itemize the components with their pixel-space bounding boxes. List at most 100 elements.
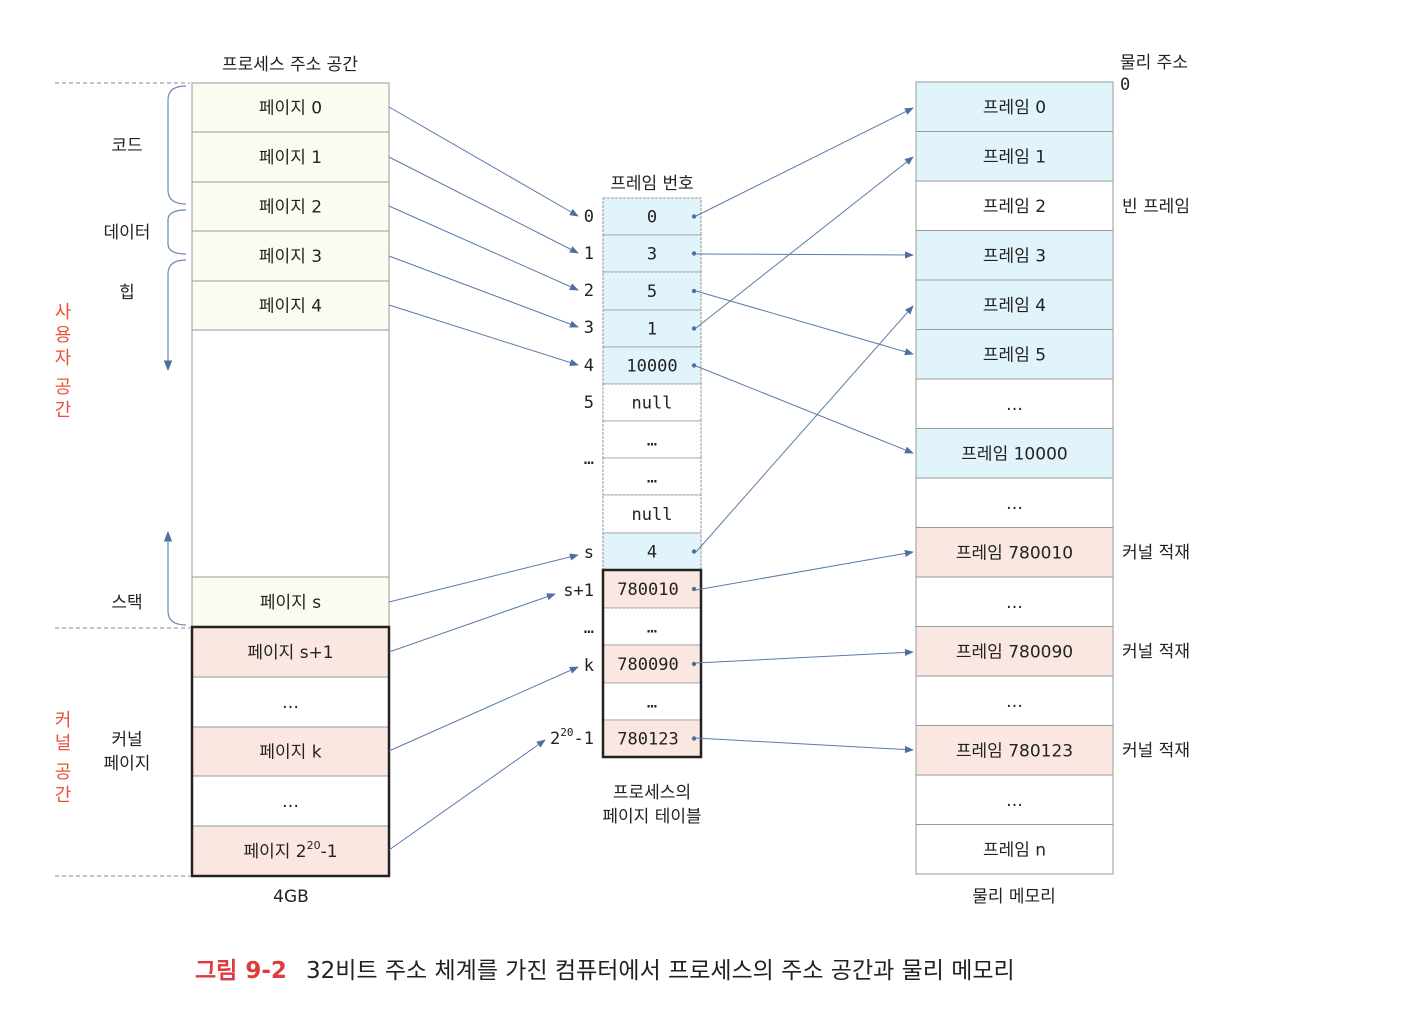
page-table-caption-1: 프로세스의 — [613, 783, 691, 803]
mapping-arrow — [388, 156, 579, 254]
user-space-char: 공 — [55, 377, 72, 398]
page-table-entry — [602, 607, 702, 646]
frame-number: null — [632, 505, 673, 525]
frame-label: 프레임 0 — [983, 98, 1046, 118]
figure-number: 그림 9-2 — [195, 958, 287, 984]
mapping-arrow — [695, 107, 914, 217]
physical-frame — [915, 576, 1114, 627]
mapping-arrow — [388, 553, 579, 603]
frame-label: 프레임 780010 — [956, 543, 1073, 563]
page-cell — [191, 131, 390, 183]
page-table-entry — [602, 197, 702, 236]
frame-label: 프레임 3 — [983, 246, 1046, 266]
frame-label: 프레임 780123 — [956, 741, 1073, 761]
physical-frame — [915, 675, 1114, 726]
frame-number: null — [632, 394, 673, 414]
segment-brackets — [163, 85, 187, 626]
frame-number: … — [647, 431, 657, 451]
page-cell — [191, 280, 390, 331]
page-table-entry — [602, 457, 702, 496]
frame-number: 780010 — [617, 580, 678, 600]
page-table: 035110000null……null4780010…780090…780123… — [550, 197, 703, 759]
physical-frame — [915, 725, 1114, 776]
code-label: 코드 — [111, 136, 142, 156]
page-index: k — [584, 656, 594, 676]
figure-caption-text: 32비트 주소 체계를 가진 컴퓨터에서 프로세스의 주소 공간과 물리 메모리 — [306, 958, 1015, 984]
frame-number: … — [647, 693, 657, 713]
page-cell — [191, 329, 390, 578]
page-index: s — [584, 543, 594, 563]
page-label-sup: 20 — [307, 839, 321, 852]
page-label-base: 페이지 2 — [243, 842, 306, 862]
page-table-entry — [602, 682, 702, 721]
physical-frame — [915, 477, 1114, 528]
stack-label: 스택 — [111, 593, 142, 613]
mapping-arrow — [695, 305, 914, 553]
physical-frame — [915, 824, 1114, 875]
pointer-dot — [691, 288, 697, 294]
mapping-arrow — [695, 251, 914, 259]
page-table-entry — [602, 346, 702, 385]
pointer-dot — [691, 736, 697, 741]
frame-label: … — [1006, 494, 1023, 514]
mapping-arrow — [695, 648, 914, 664]
pointer-dot — [691, 326, 697, 331]
page-label: … — [282, 792, 299, 812]
kernel-loaded-label: 커널 적재 — [1122, 642, 1190, 662]
page-index: 220-1 — [550, 726, 594, 749]
page-index: 2 — [584, 281, 594, 301]
kernel-loaded-label: 커널 적재 — [1122, 741, 1190, 761]
mapping-arrow — [695, 549, 914, 591]
mapping-arrow — [388, 666, 579, 752]
pointer-dot — [691, 661, 697, 667]
physical-frame — [915, 378, 1114, 429]
figure-caption: 그림 9-2 32비트 주소 체계를 가진 컴퓨터에서 프로세스의 주소 공간과… — [195, 958, 1015, 984]
page-table-title: 프레임 번호 — [610, 174, 694, 194]
page-label-tail: -1 — [321, 842, 338, 862]
user-space-char: 사 — [55, 302, 72, 323]
mapping-arrow — [695, 290, 914, 356]
page-table-entry — [602, 271, 702, 311]
page-table-entry — [602, 494, 702, 534]
index-base: 2 — [550, 729, 560, 749]
page-table-entry — [602, 420, 702, 459]
page-cell — [191, 82, 390, 133]
page-index: 5 — [584, 393, 594, 413]
frame-number: … — [647, 618, 657, 638]
process-space-title: 프로세스 주소 공간 — [222, 55, 358, 75]
physical-frame — [915, 774, 1114, 825]
mapping-arrow — [388, 255, 579, 328]
page-cell — [191, 181, 390, 232]
mapping-arrow — [388, 106, 579, 217]
page-label: … — [282, 693, 299, 713]
frame-label: 프레임 2 — [983, 197, 1046, 217]
user-space-char: 간 — [55, 400, 72, 421]
page-index: … — [584, 618, 594, 638]
physical-memory-caption: 물리 메모리 — [972, 887, 1056, 907]
page-label: 페이지 1 — [259, 148, 322, 168]
size-label: 4GB — [273, 887, 309, 907]
page-label: 페이지 3 — [259, 247, 322, 267]
page-index: 4 — [584, 356, 594, 376]
frame-number: 780123 — [617, 730, 678, 750]
physical-frame — [915, 131, 1114, 182]
page-cell — [191, 230, 390, 282]
mapping-arrow — [388, 304, 579, 366]
mapping-arrow — [388, 593, 556, 653]
heap-label: 힙 — [119, 283, 135, 303]
page-table-caption-2: 페이지 테이블 — [602, 807, 701, 827]
kernel-page-label-1: 커널 — [111, 730, 142, 750]
mapping-arrows — [388, 106, 914, 851]
frame-label: … — [1006, 395, 1023, 415]
space-dividers — [55, 82, 190, 877]
page-label: 페이지 s — [260, 593, 321, 613]
page-cell — [191, 576, 390, 628]
frame-label: 프레임 n — [983, 840, 1046, 860]
frame-number: 3 — [647, 245, 657, 265]
frame-number: 4 — [647, 543, 657, 563]
kernel-space-char: 간 — [55, 785, 72, 806]
page-index: … — [584, 449, 594, 469]
page-label: 페이지 0 — [259, 99, 322, 119]
